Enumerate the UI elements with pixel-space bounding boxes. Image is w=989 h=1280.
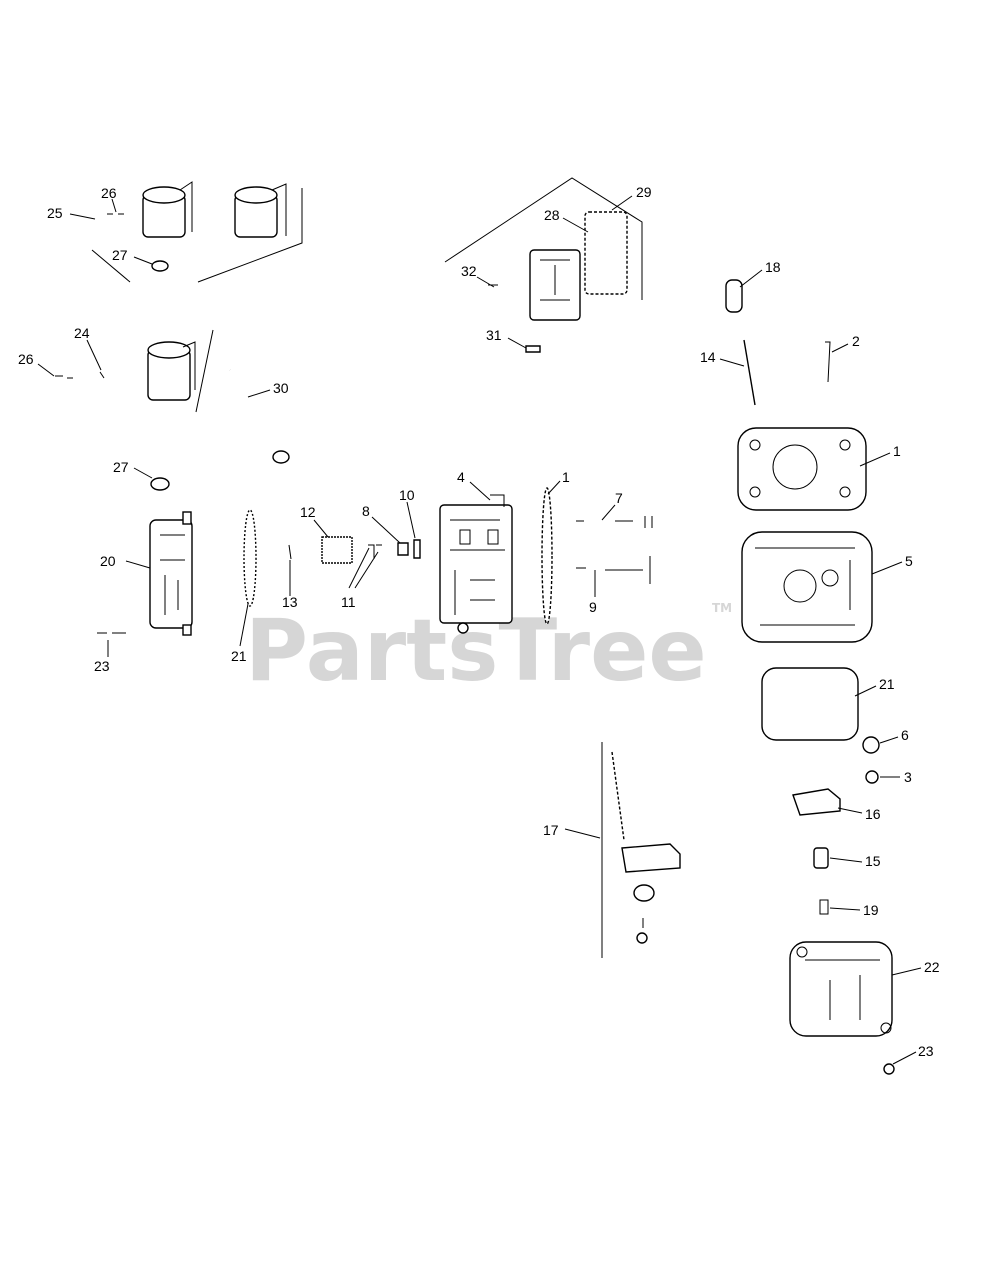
valve-cover-22 <box>789 941 893 1037</box>
part-9 <box>576 556 651 584</box>
callout-21: 21 <box>879 676 895 692</box>
parts-11 <box>368 544 382 559</box>
callout-12: 12 <box>300 504 316 520</box>
callout-14: 14 <box>700 349 716 365</box>
part-10 <box>413 539 421 559</box>
part-6 <box>862 736 880 754</box>
callout-17: 17 <box>543 822 559 838</box>
callout-18: 18 <box>765 259 781 275</box>
watermark-trademark: TM <box>712 601 732 615</box>
cylinder-head-5 <box>741 531 873 643</box>
spring-12 <box>321 536 353 564</box>
callout-13: 13 <box>282 594 298 610</box>
push-rods-14 <box>743 339 756 406</box>
callout-10: 10 <box>399 487 415 503</box>
screw-23-right <box>883 1063 895 1075</box>
callout-11: 11 <box>341 594 356 610</box>
fuel-line-30 <box>228 369 290 464</box>
valve-cover-gasket-21 <box>761 667 859 741</box>
callout-5: 5 <box>905 553 913 569</box>
intake-assembly <box>444 177 643 353</box>
callout-9: 9 <box>589 599 597 615</box>
rocker-group-17 <box>601 742 681 958</box>
stud-2 <box>825 341 831 383</box>
callout-24: 24 <box>74 325 90 341</box>
callout-27: 27 <box>112 247 128 263</box>
nut-3 <box>865 770 879 784</box>
callout-7: 7 <box>615 490 623 506</box>
callout-4: 4 <box>457 469 465 485</box>
part-8 <box>397 542 409 556</box>
callout-28: 28 <box>544 207 560 223</box>
part-18 <box>725 279 743 313</box>
fuel-filter-group-top <box>91 181 303 283</box>
carburetor-body-4 <box>439 494 513 634</box>
callout-23: 23 <box>918 1043 934 1059</box>
gasket-1 <box>541 487 553 625</box>
callout-1: 1 <box>562 469 570 485</box>
callout-1: 1 <box>893 443 901 459</box>
callout-22: 22 <box>924 959 940 975</box>
callout-29: 29 <box>636 184 652 200</box>
rocker-16 <box>792 788 841 816</box>
callout-23: 23 <box>94 658 110 674</box>
leader-lines <box>37 195 922 1065</box>
head-gasket-1 <box>737 427 867 511</box>
callout-2: 2 <box>852 333 860 349</box>
callout-15: 15 <box>865 853 881 869</box>
callout-27: 27 <box>113 459 129 475</box>
callout-30: 30 <box>273 380 289 396</box>
gasket-21-left <box>243 509 257 607</box>
fuel-filter-group-mid <box>55 329 214 413</box>
callout-26: 26 <box>101 185 117 201</box>
carburetor-left-body-20 <box>149 511 193 636</box>
callout-25: 25 <box>47 205 63 221</box>
grommet-27 <box>150 477 170 491</box>
callout-21: 21 <box>231 648 247 664</box>
callout-19: 19 <box>863 902 879 918</box>
callout-20: 20 <box>100 553 116 569</box>
clip-13 <box>288 544 292 560</box>
screw-19 <box>819 899 829 915</box>
callout-16: 16 <box>865 806 881 822</box>
callouts: 25 26 27 24 26 30 27 20 23 21 13 12 11 8… <box>18 184 940 1059</box>
callout-3: 3 <box>904 769 912 785</box>
callout-32: 32 <box>461 263 477 279</box>
part-7 <box>576 516 653 528</box>
callout-26: 26 <box>18 351 34 367</box>
callout-31: 31 <box>486 327 502 343</box>
callout-6: 6 <box>901 727 909 743</box>
callout-8: 8 <box>362 503 370 519</box>
part-15 <box>813 847 829 869</box>
